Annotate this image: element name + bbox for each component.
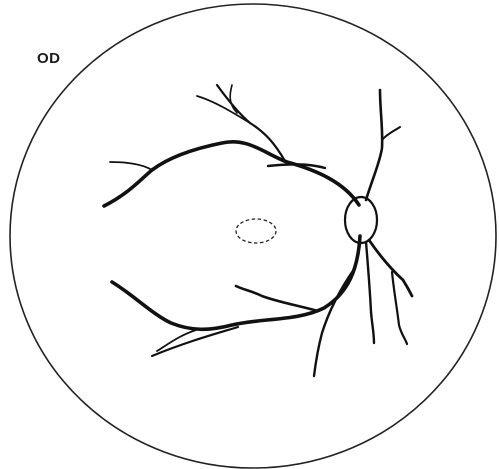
superior-temporal-arcade — [104, 85, 359, 206]
eye-label: OD — [37, 50, 61, 67]
inferior-temporal-arcade — [112, 236, 360, 356]
fundus-circle — [10, 4, 496, 468]
macula — [236, 219, 276, 243]
nasal-vessels — [314, 90, 412, 376]
